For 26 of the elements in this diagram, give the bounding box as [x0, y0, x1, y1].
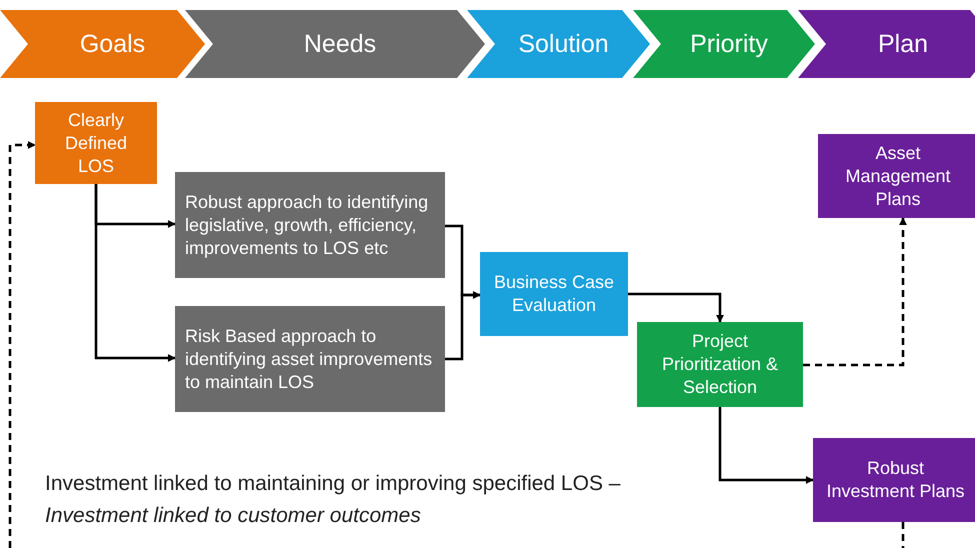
box-text: Robust Investment Plans	[825, 457, 966, 503]
arrow	[628, 292, 724, 323]
box-text: Asset Management Plans	[844, 142, 952, 210]
process-box	[818, 134, 975, 218]
box-text: Risk Based approach to identifying asset improvements to maintain LOS	[185, 324, 434, 394]
stage-label: Solution	[517, 30, 609, 58]
box-text: Robust approach to identifying legislative, growth, efficiency, improvements to LOS etc	[185, 190, 430, 260]
process-box	[480, 252, 628, 336]
process-box	[35, 102, 157, 184]
stage-label: Priority	[689, 30, 768, 58]
box-text: Project Prioritization & Selection	[660, 330, 780, 399]
process-box	[175, 172, 445, 278]
stage-label: Needs	[302, 30, 376, 58]
dashed-arrow	[8, 141, 36, 548]
process-box	[637, 322, 803, 407]
stage-label: Plan	[876, 30, 928, 58]
dashed-arrow	[803, 217, 907, 366]
arrow	[445, 291, 481, 360]
arrow	[718, 407, 814, 484]
note-text: Investment linked to maintaining or improving specified LOS – Investment linked to customer outcomes	[45, 471, 622, 529]
process-box	[175, 306, 445, 412]
process-box	[813, 438, 975, 522]
arrow	[94, 184, 176, 362]
stage-label: Goals	[78, 30, 146, 58]
box-text: Business Case Evaluation	[492, 271, 616, 317]
box-text: Clearly Defined LOS	[64, 108, 128, 178]
